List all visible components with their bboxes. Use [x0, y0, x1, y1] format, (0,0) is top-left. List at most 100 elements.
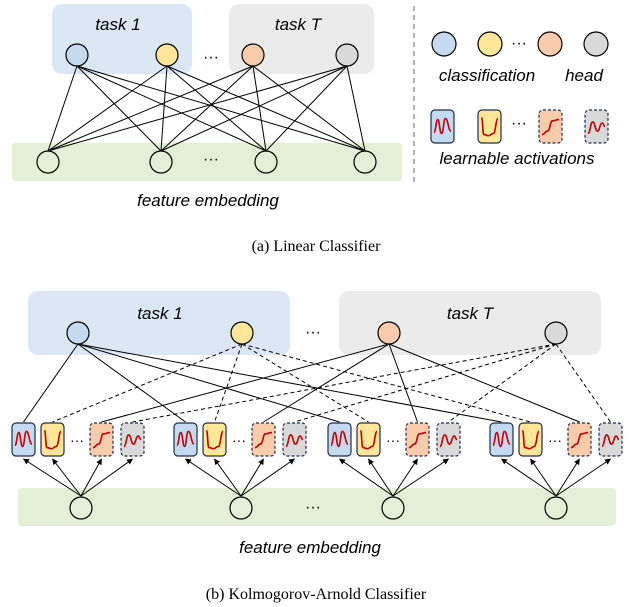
legend-dots-acts: ···	[511, 115, 527, 132]
activation-curve	[254, 431, 273, 449]
activation-curve	[285, 434, 304, 448]
ka-connection	[294, 343, 557, 423]
ka-connection	[555, 343, 611, 423]
activation-box	[356, 422, 381, 457]
group-dots: ···	[70, 432, 84, 448]
panel-ka-classifier: task 1 task T ············ ··· ··· featu…	[11, 291, 623, 603]
activation-box	[202, 422, 227, 457]
ka-connection	[23, 343, 79, 423]
feature-arrow	[530, 458, 557, 497]
head-node	[155, 43, 179, 67]
activation-box-frame	[120, 422, 145, 457]
feature-node-b	[69, 496, 93, 520]
feature-arrow	[555, 458, 611, 497]
activation-curve	[601, 434, 620, 448]
group-dots: ···	[232, 432, 246, 448]
legend-activation	[584, 109, 609, 144]
ka-connection	[101, 343, 390, 423]
linear-connection	[76, 65, 162, 152]
caption-b: (b) Kolmogorov-Arnold Classifier	[206, 586, 427, 603]
ka-connection	[52, 343, 243, 423]
feature-arrow	[339, 458, 394, 497]
feature-arrow	[185, 458, 242, 497]
ka-connection	[132, 343, 557, 423]
ka-connection	[241, 343, 369, 423]
activation-box-frame	[356, 422, 381, 457]
activation-box-frame	[202, 422, 227, 457]
feature-node-b	[229, 496, 253, 520]
linear-connection	[252, 65, 366, 152]
activation-box	[327, 422, 352, 457]
panel-linear-classifier: task 1 task T ··· ··· feature embedding …	[12, 4, 415, 255]
top-nodes	[36, 43, 377, 174]
feature-node-b	[544, 496, 568, 520]
activation-curve	[330, 430, 349, 448]
activation-box-frame	[436, 422, 461, 457]
activation-curve	[359, 429, 378, 450]
activation-curve	[541, 118, 560, 136]
legend-head-node	[537, 31, 563, 57]
ka-connection	[77, 343, 502, 423]
activation-curve	[587, 121, 606, 135]
activation-curve	[92, 431, 111, 449]
activation-curve	[433, 117, 452, 135]
activation-box	[489, 422, 514, 457]
taskT-label-b: task T	[447, 304, 495, 323]
feature-arrow	[392, 458, 418, 497]
linear-connection	[346, 65, 366, 152]
linear-connection	[166, 65, 267, 152]
feature-node	[353, 150, 377, 174]
head-node-b	[544, 321, 568, 345]
feature-arrow	[240, 458, 295, 497]
linear-connection	[265, 65, 348, 152]
feature-arrow	[368, 458, 394, 497]
linear-connection	[47, 65, 78, 152]
activation-box-frame	[282, 422, 307, 457]
bottom-connections	[23, 343, 611, 423]
feature-node	[254, 150, 278, 174]
activation-curve	[408, 431, 427, 449]
head-node	[335, 43, 359, 67]
ka-connection	[448, 343, 557, 423]
activation-box-frame	[327, 422, 352, 457]
activation-box-frame	[40, 422, 65, 457]
ka-connection	[388, 343, 418, 423]
task1-label: task 1	[95, 15, 140, 34]
legend-activation	[538, 109, 563, 144]
group-dots: ···	[386, 432, 400, 448]
activation-box-frame	[584, 109, 609, 144]
activation-box	[436, 422, 461, 457]
legend-learnable: learnable activations	[440, 149, 595, 168]
ka-connection	[388, 343, 580, 423]
group-dots: ···	[548, 432, 562, 448]
activation-box	[598, 422, 623, 457]
activation-box	[567, 422, 592, 457]
head-node	[65, 43, 89, 67]
legend-head-node	[477, 31, 503, 57]
head-node	[241, 43, 265, 67]
activation-curve	[43, 429, 62, 450]
activation-curve	[492, 430, 511, 448]
feature-label: feature embedding	[137, 191, 279, 210]
feature-node	[36, 150, 60, 174]
linear-connection	[166, 65, 366, 152]
activation-box	[251, 422, 276, 457]
linear-connection	[160, 65, 168, 152]
feature-box-b	[18, 488, 616, 526]
activation-curve	[521, 429, 540, 450]
activation-box-frame	[598, 422, 623, 457]
activation-curve	[439, 434, 458, 448]
linear-connection	[47, 65, 254, 152]
taskT-label: task T	[275, 15, 323, 34]
legend-head-node	[583, 31, 609, 57]
linear-connection	[252, 65, 267, 152]
linear-connection	[76, 65, 267, 152]
legend-head: head	[565, 66, 603, 85]
linear-connection	[160, 65, 254, 152]
feature-arrow	[52, 458, 82, 497]
activation-curve	[570, 431, 589, 449]
head-dots: ···	[203, 49, 219, 66]
feature-label-b: feature embedding	[239, 538, 381, 557]
activation-box-frame	[477, 109, 502, 144]
